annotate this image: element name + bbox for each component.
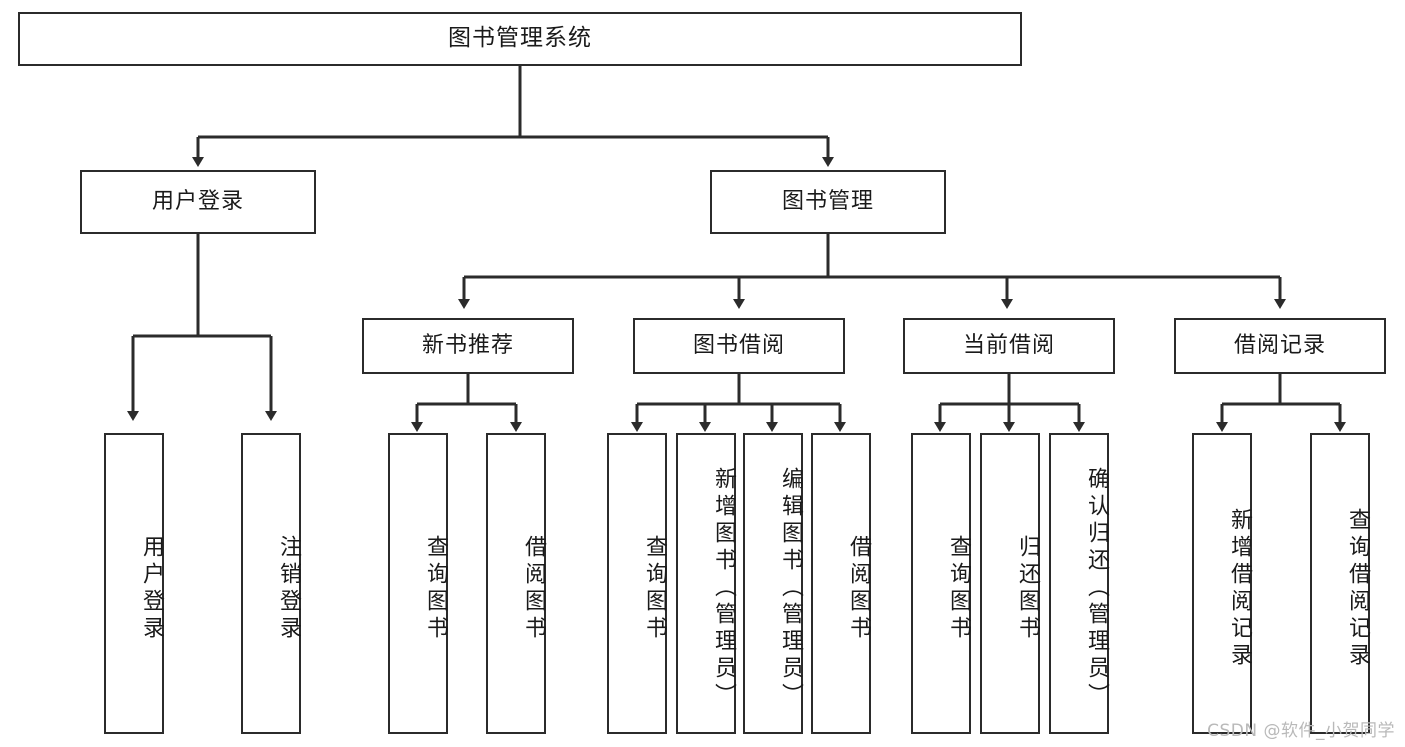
node-new-book-recommend[interactable]: 新书推荐 [362, 318, 574, 374]
node-current-borrow-label: 当前借阅 [962, 332, 1055, 358]
node-book-management-label: 图书管理 [781, 188, 874, 214]
leaf-user-logout-label: 注销登录 [276, 534, 301, 643]
leaf-borrow-borrow-book-label: 借阅图书 [846, 534, 871, 643]
node-borrow-record-label: 借阅记录 [1233, 332, 1326, 358]
leaf-borrow-query-book-label: 查询图书 [642, 534, 667, 643]
leaf-new-book-query[interactable]: 查询图书 [388, 433, 448, 734]
node-user-login[interactable]: 用户登录 [80, 170, 316, 234]
leaf-borrow-add-book-label: 新增图书（管理员） [711, 467, 736, 710]
leaf-new-book-borrow[interactable]: 借阅图书 [486, 433, 546, 734]
leaf-borrow-add-book[interactable]: 新增图书（管理员） [676, 433, 736, 734]
node-root-label: 图书管理系统 [448, 25, 592, 52]
leaf-new-book-query-label: 查询图书 [423, 534, 448, 643]
leaf-borrow-query-book[interactable]: 查询图书 [607, 433, 667, 734]
leaf-record-add[interactable]: 新增借阅记录 [1192, 433, 1252, 734]
leaf-current-return-book[interactable]: 归还图书 [980, 433, 1040, 734]
node-book-borrow[interactable]: 图书借阅 [633, 318, 845, 374]
leaf-record-query-label: 查询借阅记录 [1345, 507, 1370, 670]
csdn-watermark: CSDN @软件_小贺同学 [1207, 721, 1395, 741]
leaf-current-confirm-return-label: 确认归还（管理员） [1084, 467, 1109, 710]
node-borrow-record[interactable]: 借阅记录 [1174, 318, 1386, 374]
leaf-new-book-borrow-label: 借阅图书 [521, 534, 546, 643]
leaf-borrow-edit-book[interactable]: 编辑图书（管理员） [743, 433, 803, 734]
leaf-borrow-borrow-book[interactable]: 借阅图书 [811, 433, 871, 734]
node-current-borrow[interactable]: 当前借阅 [903, 318, 1115, 374]
node-book-borrow-label: 图书借阅 [692, 332, 785, 358]
leaf-user-logout[interactable]: 注销登录 [241, 433, 301, 734]
leaf-current-return-book-label: 归还图书 [1015, 534, 1040, 643]
leaf-current-query-book-label: 查询图书 [946, 534, 971, 643]
leaf-user-login-label: 用户登录 [139, 534, 164, 643]
leaf-record-query[interactable]: 查询借阅记录 [1310, 433, 1370, 734]
leaf-current-confirm-return[interactable]: 确认归还（管理员） [1049, 433, 1109, 734]
node-book-management[interactable]: 图书管理 [710, 170, 946, 234]
leaf-user-login[interactable]: 用户登录 [104, 433, 164, 734]
node-new-book-recommend-label: 新书推荐 [421, 332, 514, 358]
node-root[interactable]: 图书管理系统 [18, 12, 1022, 66]
leaf-borrow-edit-book-label: 编辑图书（管理员） [778, 467, 803, 710]
leaf-current-query-book[interactable]: 查询图书 [911, 433, 971, 734]
node-user-login-label: 用户登录 [151, 188, 244, 214]
leaf-record-add-label: 新增借阅记录 [1227, 507, 1252, 670]
